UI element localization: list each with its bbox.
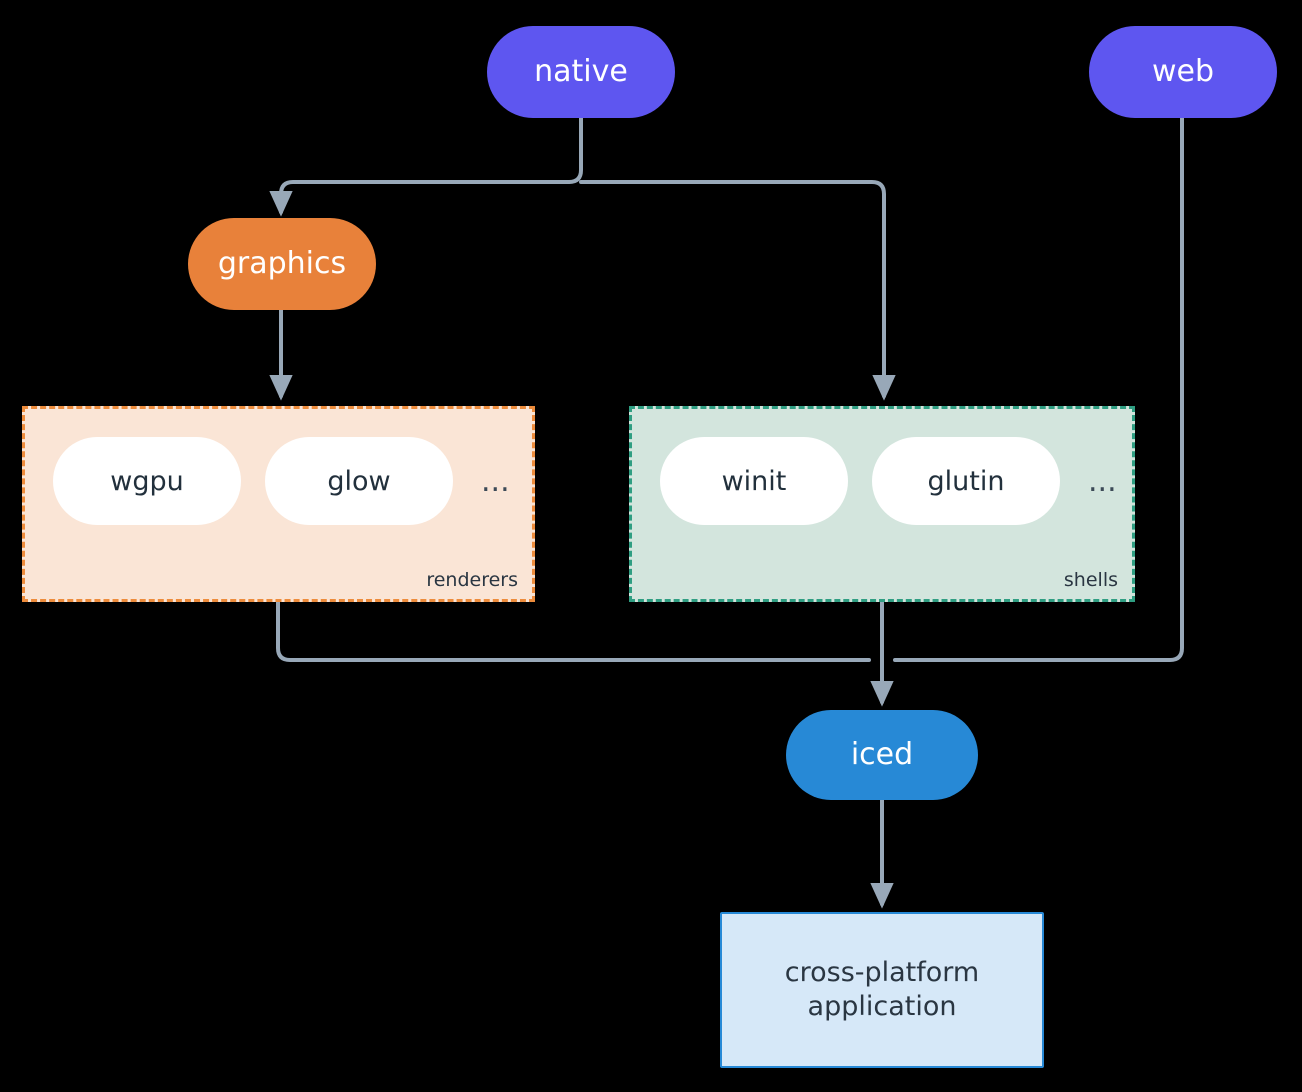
node-application[interactable]: cross-platform application bbox=[720, 912, 1044, 1068]
node-native-label: native bbox=[534, 54, 628, 90]
node-graphics[interactable]: graphics bbox=[188, 218, 376, 310]
node-application-line2: application bbox=[807, 991, 957, 1022]
cluster-renderers: wgpu glow ... renderers bbox=[22, 406, 535, 602]
edge-native-graphics bbox=[269, 180, 571, 217]
leaf-glow-label: glow bbox=[327, 465, 391, 497]
node-web-label: web bbox=[1151, 54, 1215, 90]
leaf-winit-label: winit bbox=[721, 465, 787, 497]
cluster-shells: winit glutin ... shells bbox=[629, 406, 1135, 602]
shells-ellipsis: ... bbox=[1088, 464, 1117, 499]
edge-native-split bbox=[567, 114, 583, 184]
node-graphics-label: graphics bbox=[217, 246, 347, 282]
edge-renderers-iced bbox=[276, 600, 871, 662]
leaf-glutin-label: glutin bbox=[927, 465, 1005, 497]
cluster-renderers-label: renderers bbox=[426, 569, 518, 591]
node-iced[interactable]: iced bbox=[786, 710, 978, 800]
leaf-wgpu-label: wgpu bbox=[110, 465, 184, 497]
renderers-ellipsis: ... bbox=[481, 464, 510, 499]
node-native[interactable]: native bbox=[487, 26, 675, 118]
leaf-winit[interactable]: winit bbox=[660, 437, 848, 525]
leaf-wgpu[interactable]: wgpu bbox=[53, 437, 241, 525]
cluster-shells-label: shells bbox=[1063, 569, 1118, 591]
node-iced-label: iced bbox=[850, 737, 914, 773]
node-web[interactable]: web bbox=[1089, 26, 1277, 118]
leaf-glow[interactable]: glow bbox=[265, 437, 453, 525]
edge-native-shells bbox=[579, 180, 896, 401]
node-application-line1: cross-platform bbox=[784, 957, 980, 989]
leaf-glutin[interactable]: glutin bbox=[872, 437, 1060, 525]
